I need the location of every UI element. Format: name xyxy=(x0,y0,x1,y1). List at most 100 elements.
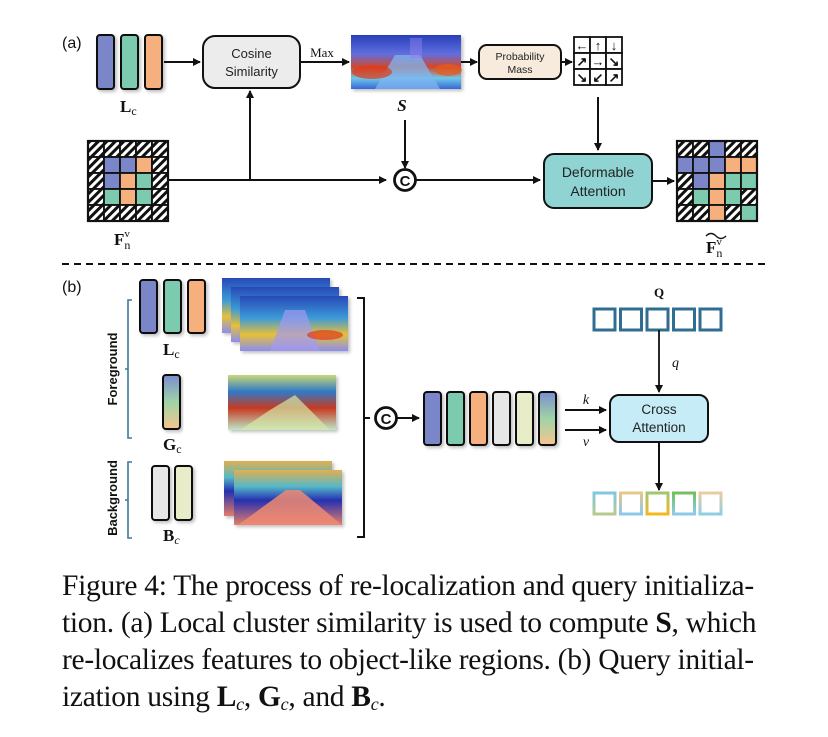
deform-box-line1: Deformable xyxy=(562,164,635,180)
offset-arrow-glyph: ↓ xyxy=(611,38,618,53)
prob-box-line2: Mass xyxy=(507,64,532,76)
deform-box-line2: Attention xyxy=(570,183,625,199)
output-grid-cell xyxy=(740,172,758,190)
fn-tilde-label: Fnv xyxy=(705,232,727,260)
offset-arrow-glyph: → xyxy=(592,54,605,69)
cosine-box-line1: Cosine xyxy=(231,46,271,61)
lc-bar-green xyxy=(120,34,139,90)
concat-feature-bars xyxy=(423,391,557,446)
input-grid-cell xyxy=(87,204,105,222)
input-grid-cell xyxy=(119,172,137,190)
input-grid-cell xyxy=(87,156,105,174)
caption-line-1: Figure 4: The process of re-localization… xyxy=(62,570,754,602)
max-label: Max xyxy=(310,45,334,60)
panel-b-label: (b) xyxy=(62,279,82,296)
query-output-box xyxy=(698,491,723,516)
fn-output-grid xyxy=(675,139,759,223)
output-grid-cell xyxy=(708,140,726,158)
background-label: Background xyxy=(105,460,120,536)
input-grid-cell xyxy=(87,172,105,190)
input-grid-cell xyxy=(151,140,169,158)
lc-label-a: Lc xyxy=(120,97,137,118)
lc-feature-bars xyxy=(96,34,163,90)
query-output-box xyxy=(619,491,643,516)
output-grid-cell xyxy=(740,156,758,174)
caption-line-4: ization using Lc, Gc, and Bc. xyxy=(62,681,386,714)
query-output-row xyxy=(592,491,723,516)
input-grid-cell xyxy=(135,140,153,158)
fn-label: Fnv xyxy=(114,228,130,252)
query-input-box xyxy=(592,307,617,332)
figure-caption: Figure 4: The process of re-localization… xyxy=(62,568,782,716)
concat-bracket xyxy=(357,297,370,538)
output-grid-cell xyxy=(676,172,694,190)
panel-a-label: (a) xyxy=(62,35,82,52)
output-grid-cell xyxy=(692,188,710,206)
input-grid-cell xyxy=(151,204,169,222)
bc-label: Bc xyxy=(163,526,180,547)
query-input-box xyxy=(645,307,670,332)
output-grid-cell xyxy=(676,204,694,222)
input-grid-cell xyxy=(119,204,137,222)
bc-feature-bars xyxy=(151,465,193,521)
output-grid-cell xyxy=(708,204,726,222)
s-heatmap-image xyxy=(351,35,462,89)
input-grid-cell xyxy=(119,140,137,158)
lc-feature-bars-b xyxy=(139,279,206,334)
output-grid-cell xyxy=(740,188,758,206)
output-grid-cell xyxy=(676,140,694,158)
s-label: S xyxy=(397,96,406,115)
offset-arrow-glyph: ← xyxy=(576,38,589,53)
lc-bar-blue xyxy=(96,34,115,90)
output-grid-cell xyxy=(724,172,742,190)
output-grid-cell xyxy=(740,204,758,222)
offset-arrow-glyph: ↗ xyxy=(609,70,620,85)
output-grid-cell xyxy=(724,156,742,174)
output-grid-cell xyxy=(740,140,758,158)
offset-arrow-glyph: ↙ xyxy=(593,70,604,85)
deformable-attention-box xyxy=(543,153,653,209)
query-input-box xyxy=(619,307,643,332)
q-edge-label: q xyxy=(672,356,679,371)
input-grid-cell xyxy=(151,188,169,206)
input-grid-cell xyxy=(103,156,121,174)
svg-text:Fnv: Fnv xyxy=(706,236,722,260)
fn-input-grid xyxy=(86,139,170,223)
output-grid-cell xyxy=(724,140,742,158)
input-grid-cell xyxy=(103,204,121,222)
input-grid-cell xyxy=(87,188,105,206)
input-grid-cell xyxy=(135,188,153,206)
q-label: Q xyxy=(654,285,664,300)
k-edge-label: k xyxy=(583,393,590,408)
foreground-bracket xyxy=(125,299,132,439)
query-input-row xyxy=(592,307,723,332)
query-output-box xyxy=(645,491,670,516)
offset-arrow-glyph: ↑ xyxy=(595,38,602,53)
caption-line-2: tion. (a) Local cluster similarity is us… xyxy=(62,607,757,639)
query-input-box xyxy=(698,307,723,332)
offset-cell xyxy=(605,68,623,86)
background-bracket xyxy=(125,461,132,539)
input-grid-cell xyxy=(135,156,153,174)
input-grid-cell xyxy=(135,172,153,190)
gc-heatmap-image xyxy=(228,375,336,430)
input-grid-cell xyxy=(103,140,121,158)
offset-arrow-glyph: ↘ xyxy=(577,70,588,85)
input-grid-cell xyxy=(135,204,153,222)
input-grid-cell xyxy=(119,156,137,174)
output-grid-cell xyxy=(692,140,710,158)
input-grid-cell xyxy=(103,188,121,206)
offset-arrow-glyph: ↗ xyxy=(577,54,588,69)
lc-bar-orange xyxy=(144,34,163,90)
query-input-box xyxy=(672,307,696,332)
output-grid-cell xyxy=(676,156,694,174)
input-grid-cell xyxy=(119,188,137,206)
offset-arrow-glyph: ↘ xyxy=(609,54,620,69)
caption-line-3: re-localizes features to object-like reg… xyxy=(62,644,754,676)
query-output-box xyxy=(672,491,696,516)
output-grid-cell xyxy=(708,172,726,190)
concat-icon-a: C xyxy=(393,168,417,192)
output-grid-cell xyxy=(708,156,726,174)
input-grid-cell xyxy=(151,156,169,174)
offset-arrow-grid: ← ↑ ↓ ↗ → ↘ ↘ ↙ ↗ xyxy=(573,36,623,86)
